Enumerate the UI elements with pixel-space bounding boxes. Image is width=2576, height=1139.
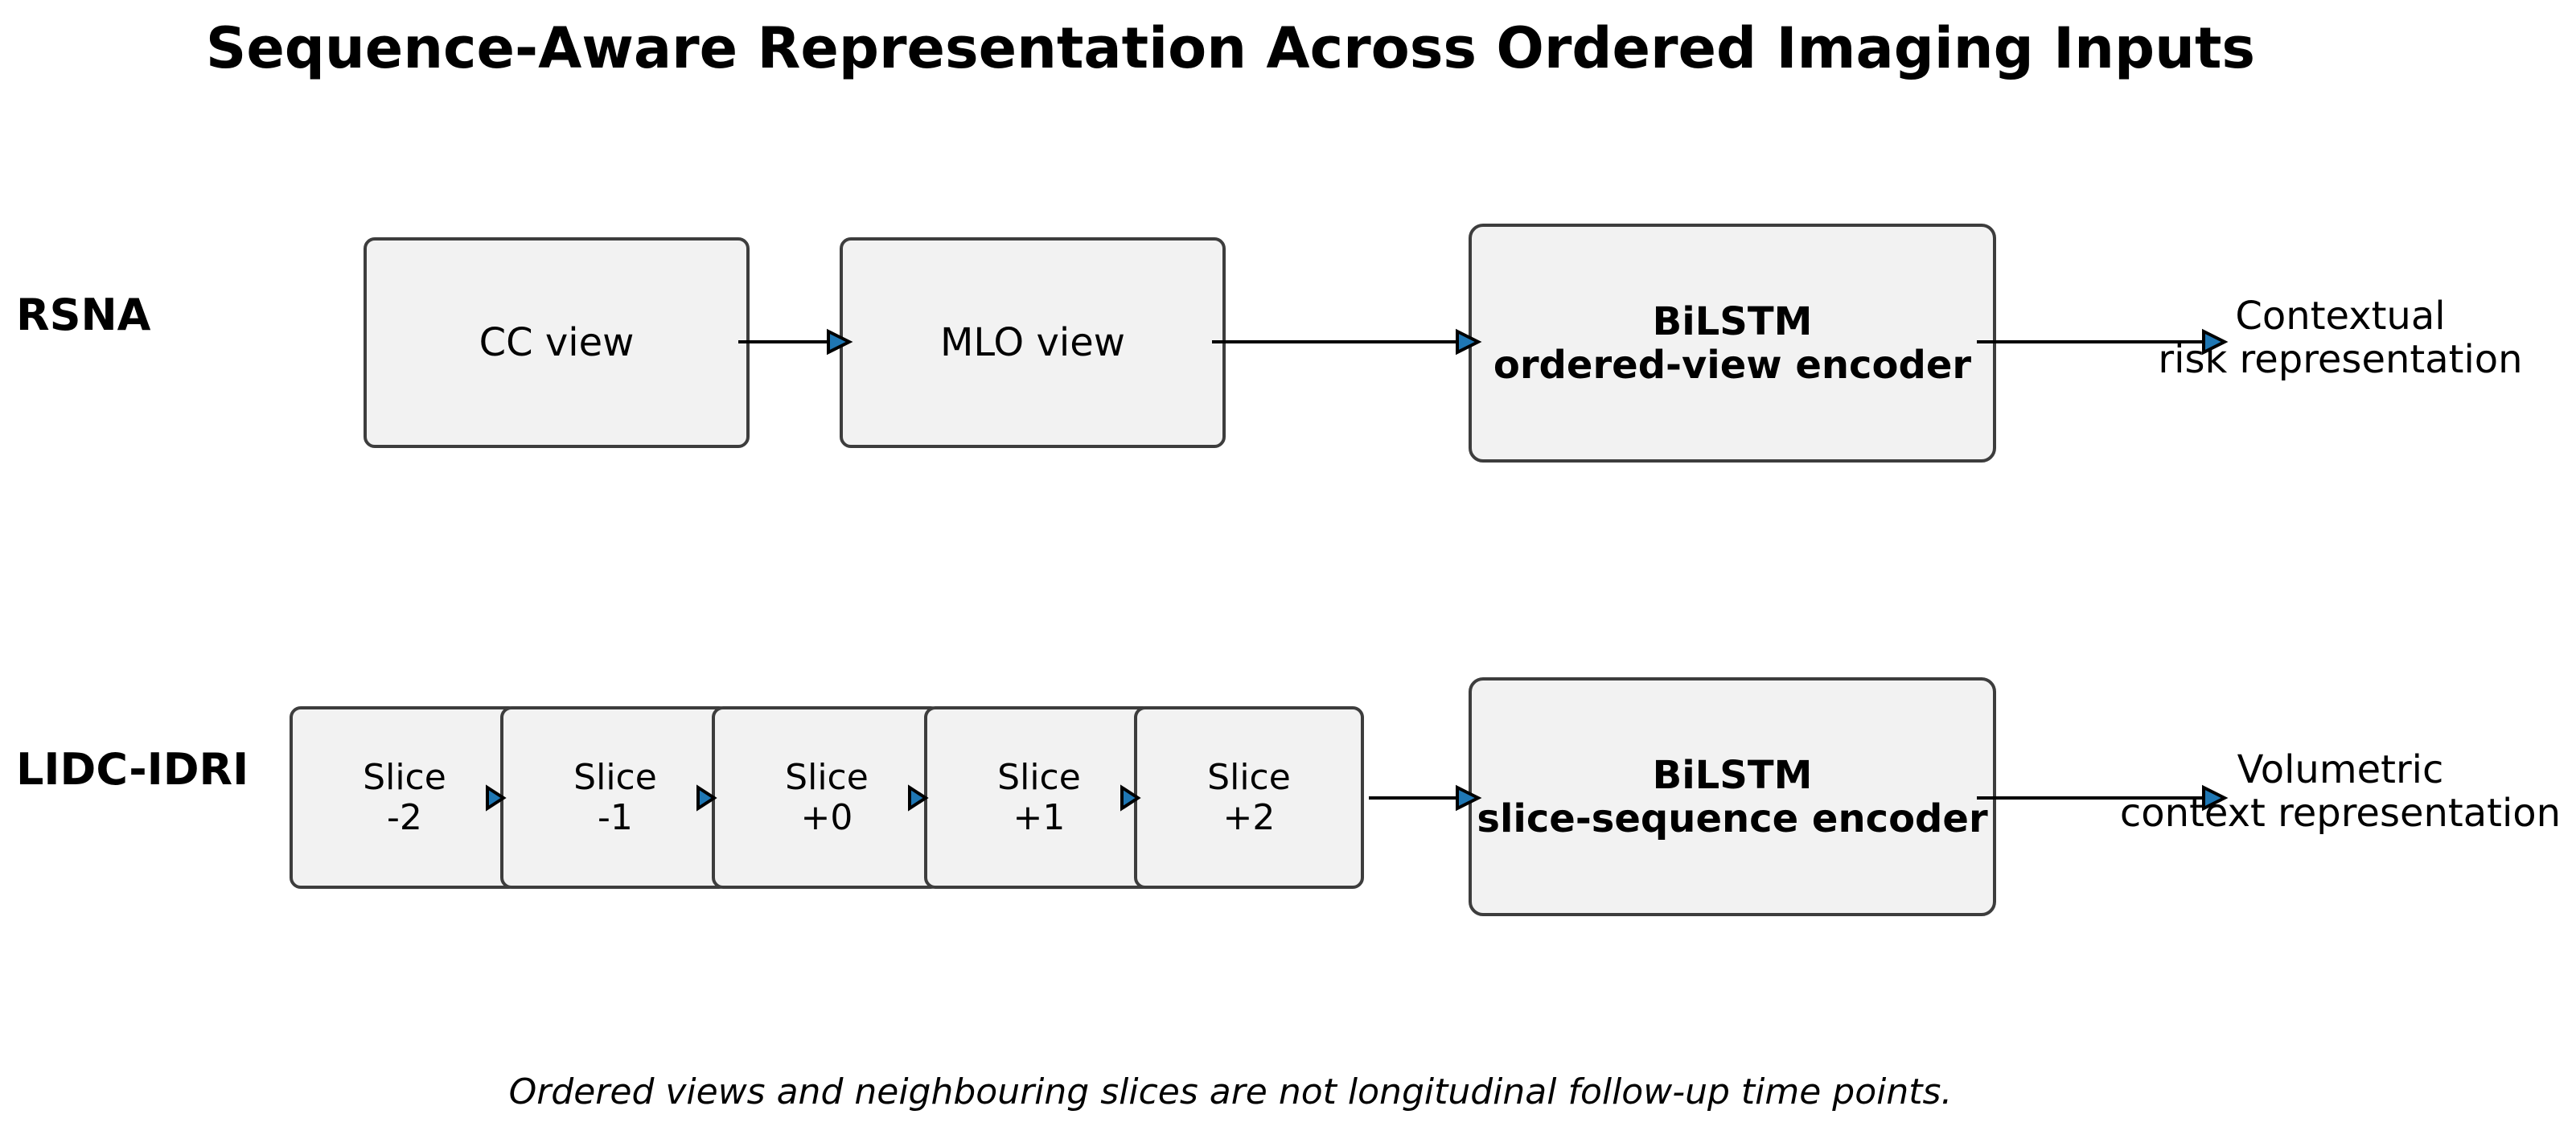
ordered-view-encoder-box: BiLSTM ordered-view encoder <box>1469 224 1996 463</box>
slice-offset: +1 <box>1013 796 1066 838</box>
encoder-description: ordered-view encoder <box>1493 342 1972 388</box>
slice-box-minus-1: Slice-1 <box>500 706 730 889</box>
arrowhead <box>1120 784 1141 812</box>
slice-label: Slice <box>997 756 1081 798</box>
arrowhead <box>696 784 717 812</box>
cc-view-box: CC view <box>364 237 750 448</box>
output-line-1: Contextual <box>2235 294 2446 339</box>
arrowhead <box>2202 328 2229 356</box>
slice-sequence-encoder-box: BiLSTM slice-sequence encoder <box>1469 677 1996 916</box>
volumetric-context-output: Volumetric context representation <box>2115 748 2566 835</box>
slice-label: Slice <box>785 756 869 798</box>
contextual-risk-output: Contextual risk representation <box>2155 294 2525 381</box>
arrowhead <box>2202 784 2229 812</box>
slice-offset: +0 <box>800 796 853 838</box>
slice-offset: -2 <box>387 796 422 838</box>
arrowhead <box>1456 328 1482 356</box>
encoder-name: BiLSTM <box>1652 752 1813 798</box>
row-label-rsna: RSNA <box>16 290 151 340</box>
slice-box-plus-2: Slice+2 <box>1134 706 1364 889</box>
output-line-1: Volumetric <box>2237 747 2444 792</box>
slice-label: Slice <box>1207 756 1291 798</box>
slice-box-minus-2: Slice-2 <box>290 706 520 889</box>
encoder-description: slice-sequence encoder <box>1477 796 1988 841</box>
mlo-view-label: MLO view <box>939 320 1125 365</box>
arrowhead <box>827 328 853 356</box>
slice-label: Slice <box>363 756 446 798</box>
cc-view-label: CC view <box>479 320 635 365</box>
arrowhead <box>908 784 929 812</box>
diagram-title: Sequence-Aware Representation Across Ord… <box>205 15 2256 81</box>
diagram-caption: Ordered views and neighbouring slices ar… <box>508 1071 1953 1112</box>
slice-offset: +2 <box>1222 796 1276 838</box>
slice-label: Slice <box>573 756 657 798</box>
row-label-lidc-idri: LIDC-IDRI <box>16 744 249 795</box>
arrowhead <box>1456 784 1482 812</box>
arrowhead <box>486 784 507 812</box>
slice-offset: -1 <box>598 796 633 838</box>
encoder-name: BiLSTM <box>1652 298 1813 344</box>
